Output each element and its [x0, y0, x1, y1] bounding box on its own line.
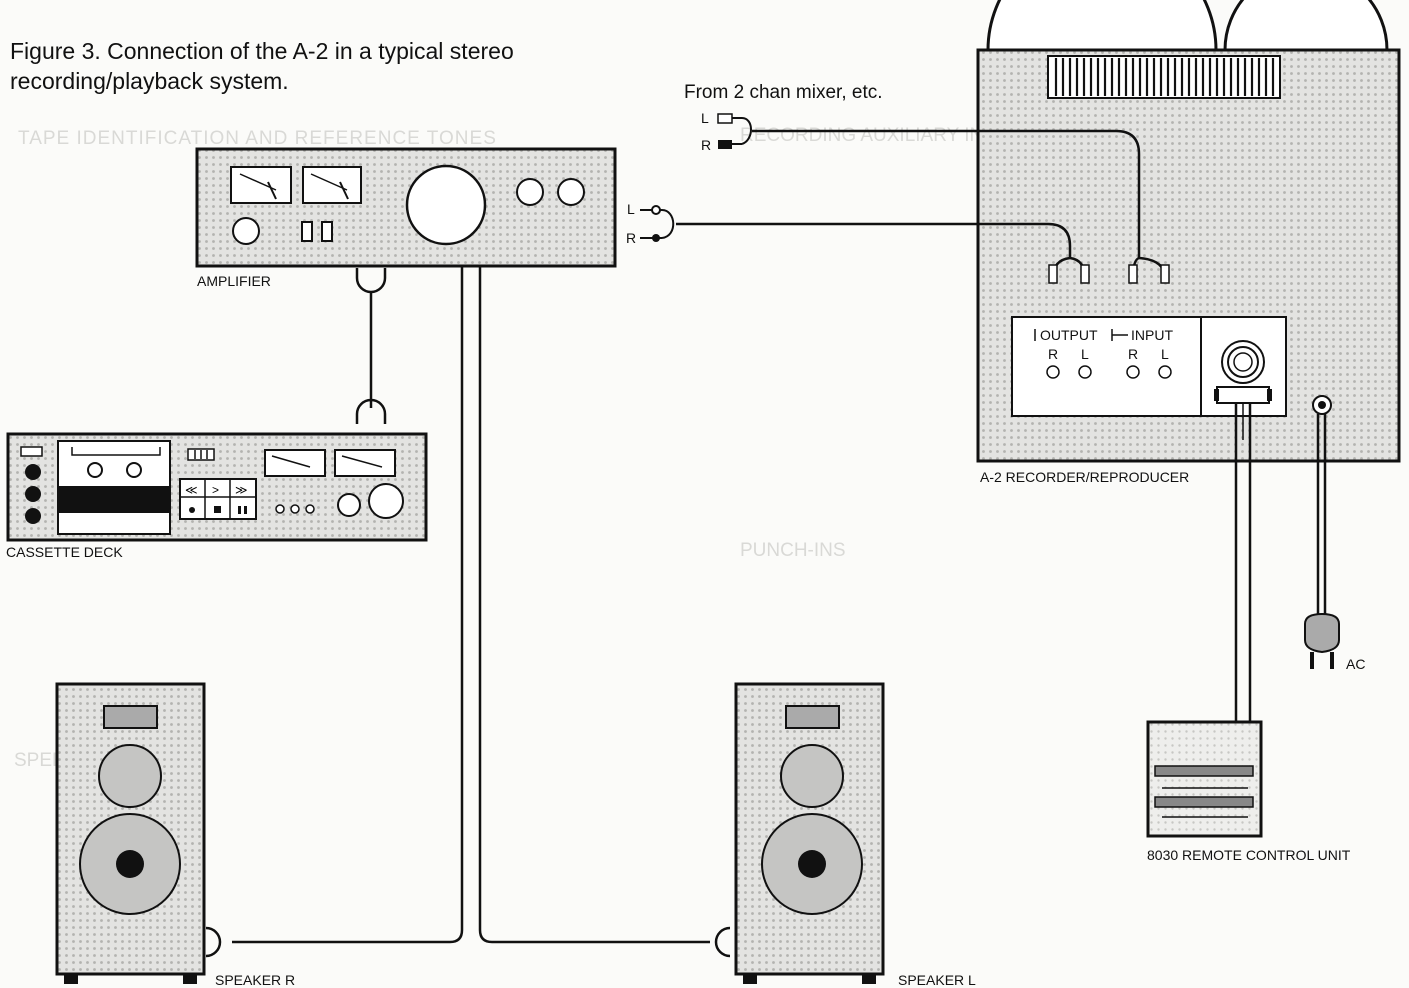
knob-icon: [337, 493, 361, 517]
transport-buttons: ≪ > ≫: [179, 478, 257, 520]
vu-meter-icon: [334, 449, 396, 477]
speaker-left: [734, 682, 885, 984]
cassette-deck-label: CASSETTE DECK: [6, 544, 123, 560]
speaker-r-label: SPEAKER R: [215, 972, 296, 988]
mixer-label: From 2 chan mixer, etc.: [684, 82, 883, 103]
knob-icon: [232, 217, 260, 245]
recorder: [976, 0, 1401, 463]
amplifier: [195, 147, 617, 268]
mixer-r-label: R: [701, 137, 712, 153]
knob-icon: [557, 178, 585, 206]
vu-meter-icon: [264, 449, 326, 477]
cassette-deck: ≪ > ≫: [6, 432, 428, 542]
svg-text:>: >: [212, 483, 219, 497]
remote-label: 8030 REMOTE CONTROL UNIT: [1147, 847, 1351, 863]
bleed-heading-1: TAPE IDENTIFICATION AND REFERENCE TONES: [18, 128, 497, 149]
caption-line-2: recording/playback system.: [10, 68, 289, 94]
vu-meter-icon: [230, 166, 292, 204]
caption-line-1: Figure 3. Connection of the A-2 in a typ…: [10, 38, 514, 64]
ac-plug-icon: [1304, 612, 1340, 654]
figure-caption: Figure 3. Connection of the A-2 in a typ…: [10, 36, 514, 96]
volume-knob-icon: [405, 164, 487, 246]
svg-text:≫: ≫: [235, 483, 248, 497]
ac-cord: [1304, 414, 1340, 669]
input-r-label: R: [1128, 346, 1139, 362]
remote-connector-icon: [1214, 340, 1272, 404]
output-l-label: L: [1081, 346, 1089, 362]
knob-icon: [368, 483, 404, 519]
remote-cable: [1234, 403, 1252, 722]
speaker-right: [55, 682, 206, 984]
speaker-cables: [205, 266, 731, 958]
amp-deck-cable: [355, 268, 387, 424]
input-l-label: L: [1161, 346, 1169, 362]
switch-icon: [321, 221, 333, 242]
output-l-jack: [1078, 365, 1092, 379]
knob-icon: [516, 178, 544, 206]
input-r-jack: [1126, 365, 1140, 379]
input-l-jack: [1158, 365, 1172, 379]
input-label: INPUT: [1131, 327, 1173, 343]
svg-text:≪: ≪: [185, 483, 198, 497]
output-r-label: R: [1048, 346, 1059, 362]
amplifier-label: AMPLIFIER: [197, 273, 271, 289]
amp-l-label: L: [627, 201, 635, 217]
output-r-jack: [1046, 365, 1060, 379]
switch-icon: [301, 221, 313, 242]
speaker-l-label: SPEAKER L: [898, 972, 976, 988]
mixer-rca-plugs: [717, 113, 752, 149]
amp-rca-jacks: [640, 205, 675, 242]
amp-r-label: R: [626, 230, 637, 246]
recorder-rca-plugs: [1048, 264, 1170, 284]
head-cover: [1047, 55, 1281, 99]
remote-control-unit: [1146, 720, 1263, 838]
vu-meter-icon: [302, 166, 362, 204]
power-cord-icon: [1312, 395, 1332, 415]
output-label: OUTPUT: [1040, 327, 1098, 343]
ac-label: AC: [1346, 656, 1366, 672]
recorder-label: A-2 RECORDER/REPRODUCER: [980, 469, 1190, 485]
mixer-l-label: L: [701, 110, 709, 126]
bleed-heading-3: PUNCH-INS: [740, 540, 846, 561]
